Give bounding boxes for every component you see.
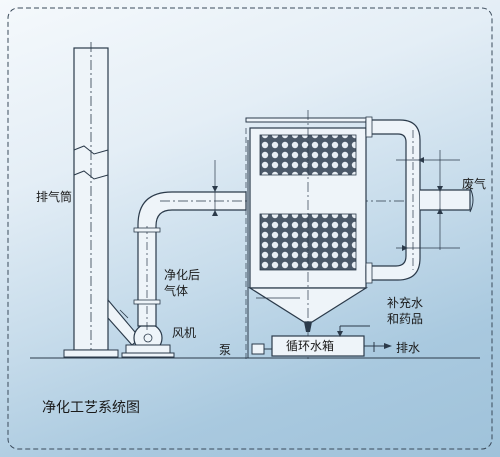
label-fan: 风机 <box>172 326 197 340</box>
fan-unit <box>107 298 175 358</box>
label-drain: 排水 <box>396 341 421 355</box>
label-pump: 泵 <box>219 343 232 357</box>
waste-gas-inlet-piping <box>365 116 474 284</box>
label-purified-gas-line1: 净化后 <box>164 268 201 282</box>
exhaust-stack <box>63 42 119 358</box>
label-circulation-tank: 循环水箱 <box>286 339 335 353</box>
label-waste-gas: 废气 <box>462 177 487 191</box>
diagram-caption: 净化工艺系统图 <box>42 400 140 416</box>
purified-gas-duct <box>133 160 247 330</box>
label-makeup-line2: 和药品 <box>387 312 424 326</box>
label-makeup-line1: 补充水 <box>387 296 424 310</box>
label-purified-gas-line2: 气体 <box>164 284 189 298</box>
scrubber-tower <box>245 110 371 360</box>
circulation-tank-unit <box>247 325 392 358</box>
label-exhaust-stack: 排气筒 <box>36 190 73 204</box>
outer-frame <box>7 7 493 450</box>
